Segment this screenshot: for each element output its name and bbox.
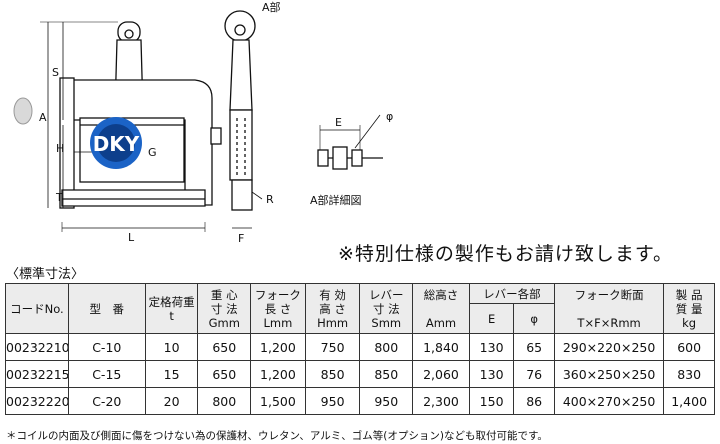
cell-l: 1,500 [250,387,306,415]
table-row: 00232220 C-20 20 800 1,500 950 950 2,300… [5,387,715,415]
cell-a: 2,300 [412,387,470,415]
cell-s: 800 [359,333,414,361]
cell-phi: 65 [513,333,555,361]
cell-phi: 86 [513,387,555,415]
label-a: A [39,111,47,124]
cell-e: 130 [468,333,515,361]
label-l: L [128,231,135,244]
cell-weight: 830 [663,360,715,388]
cell-e: 150 [468,387,515,415]
cell-a: 2,060 [412,360,470,388]
cell-model: C-20 [67,387,146,415]
dky-logo: DKY [90,117,142,169]
cell-a: 1,840 [412,333,470,361]
footnote: ＊コイルの内面及び側面に傷をつけない為の保護材、ウレタン、アルミ、ゴム等(オプシ… [6,430,548,442]
cell-s: 950 [359,387,414,415]
label-a-part: A部 [262,0,281,14]
cell-l: 1,200 [250,333,306,361]
cell-g: 650 [197,333,252,361]
cell-load: 20 [144,387,199,415]
special-order-note: ※特別仕様の製作もお請け致します。 [338,243,674,265]
label-r: R [266,193,274,206]
header-code: コードNo. [5,283,69,334]
label-h: H [56,142,64,155]
lens-decoration [13,97,33,125]
header-total-height: 総高さ Amm [412,283,470,334]
header-lever-parts: レバー各部 [468,283,555,304]
cell-section: 400×270×250 [553,387,665,415]
svg-text:DKY: DKY [93,132,140,156]
cell-s: 850 [359,360,414,388]
cell-section: 360×250×250 [553,360,665,388]
cell-code: 00232220 [5,387,69,415]
cell-h: 750 [304,333,361,361]
label-t: T [55,191,63,204]
cell-h: 950 [304,387,361,415]
cell-phi: 76 [513,360,555,388]
header-fork-section: フォーク断面 T×F×Rmm [553,283,665,334]
c-hook-technical-drawing: DKY A部 S A H T G L F R E φ A部詳細図 [13,0,393,245]
cell-h: 850 [304,360,361,388]
cell-load: 10 [144,333,199,361]
cell-g: 650 [197,360,252,388]
cell-section: 290×220×250 [553,333,665,361]
header-lever-phi: φ [513,303,555,334]
label-e: E [335,116,342,129]
cell-g: 800 [197,387,252,415]
section-title: 〈標準寸法〉 [6,267,85,282]
cell-load: 15 [144,360,199,388]
cell-weight: 1,400 [663,387,715,415]
header-lever-e: E [468,303,515,334]
header-model: 型 番 [67,283,146,334]
label-f: F [238,232,244,245]
cell-weight: 600 [663,333,715,361]
label-s: S [52,66,59,79]
table-row: 00232215 C-15 15 650 1,200 850 850 2,060… [5,360,715,388]
label-g: G [148,146,157,159]
detail-caption: A部詳細図 [310,193,362,207]
cell-e: 130 [468,360,515,388]
table-row: 00232210 C-10 10 650 1,200 750 800 1,840… [5,333,715,361]
cell-code: 00232210 [5,333,69,361]
cell-model: C-15 [67,360,146,388]
cell-model: C-10 [67,333,146,361]
cell-l: 1,200 [250,360,306,388]
cell-code: 00232215 [5,360,69,388]
label-phi: φ [386,110,393,123]
